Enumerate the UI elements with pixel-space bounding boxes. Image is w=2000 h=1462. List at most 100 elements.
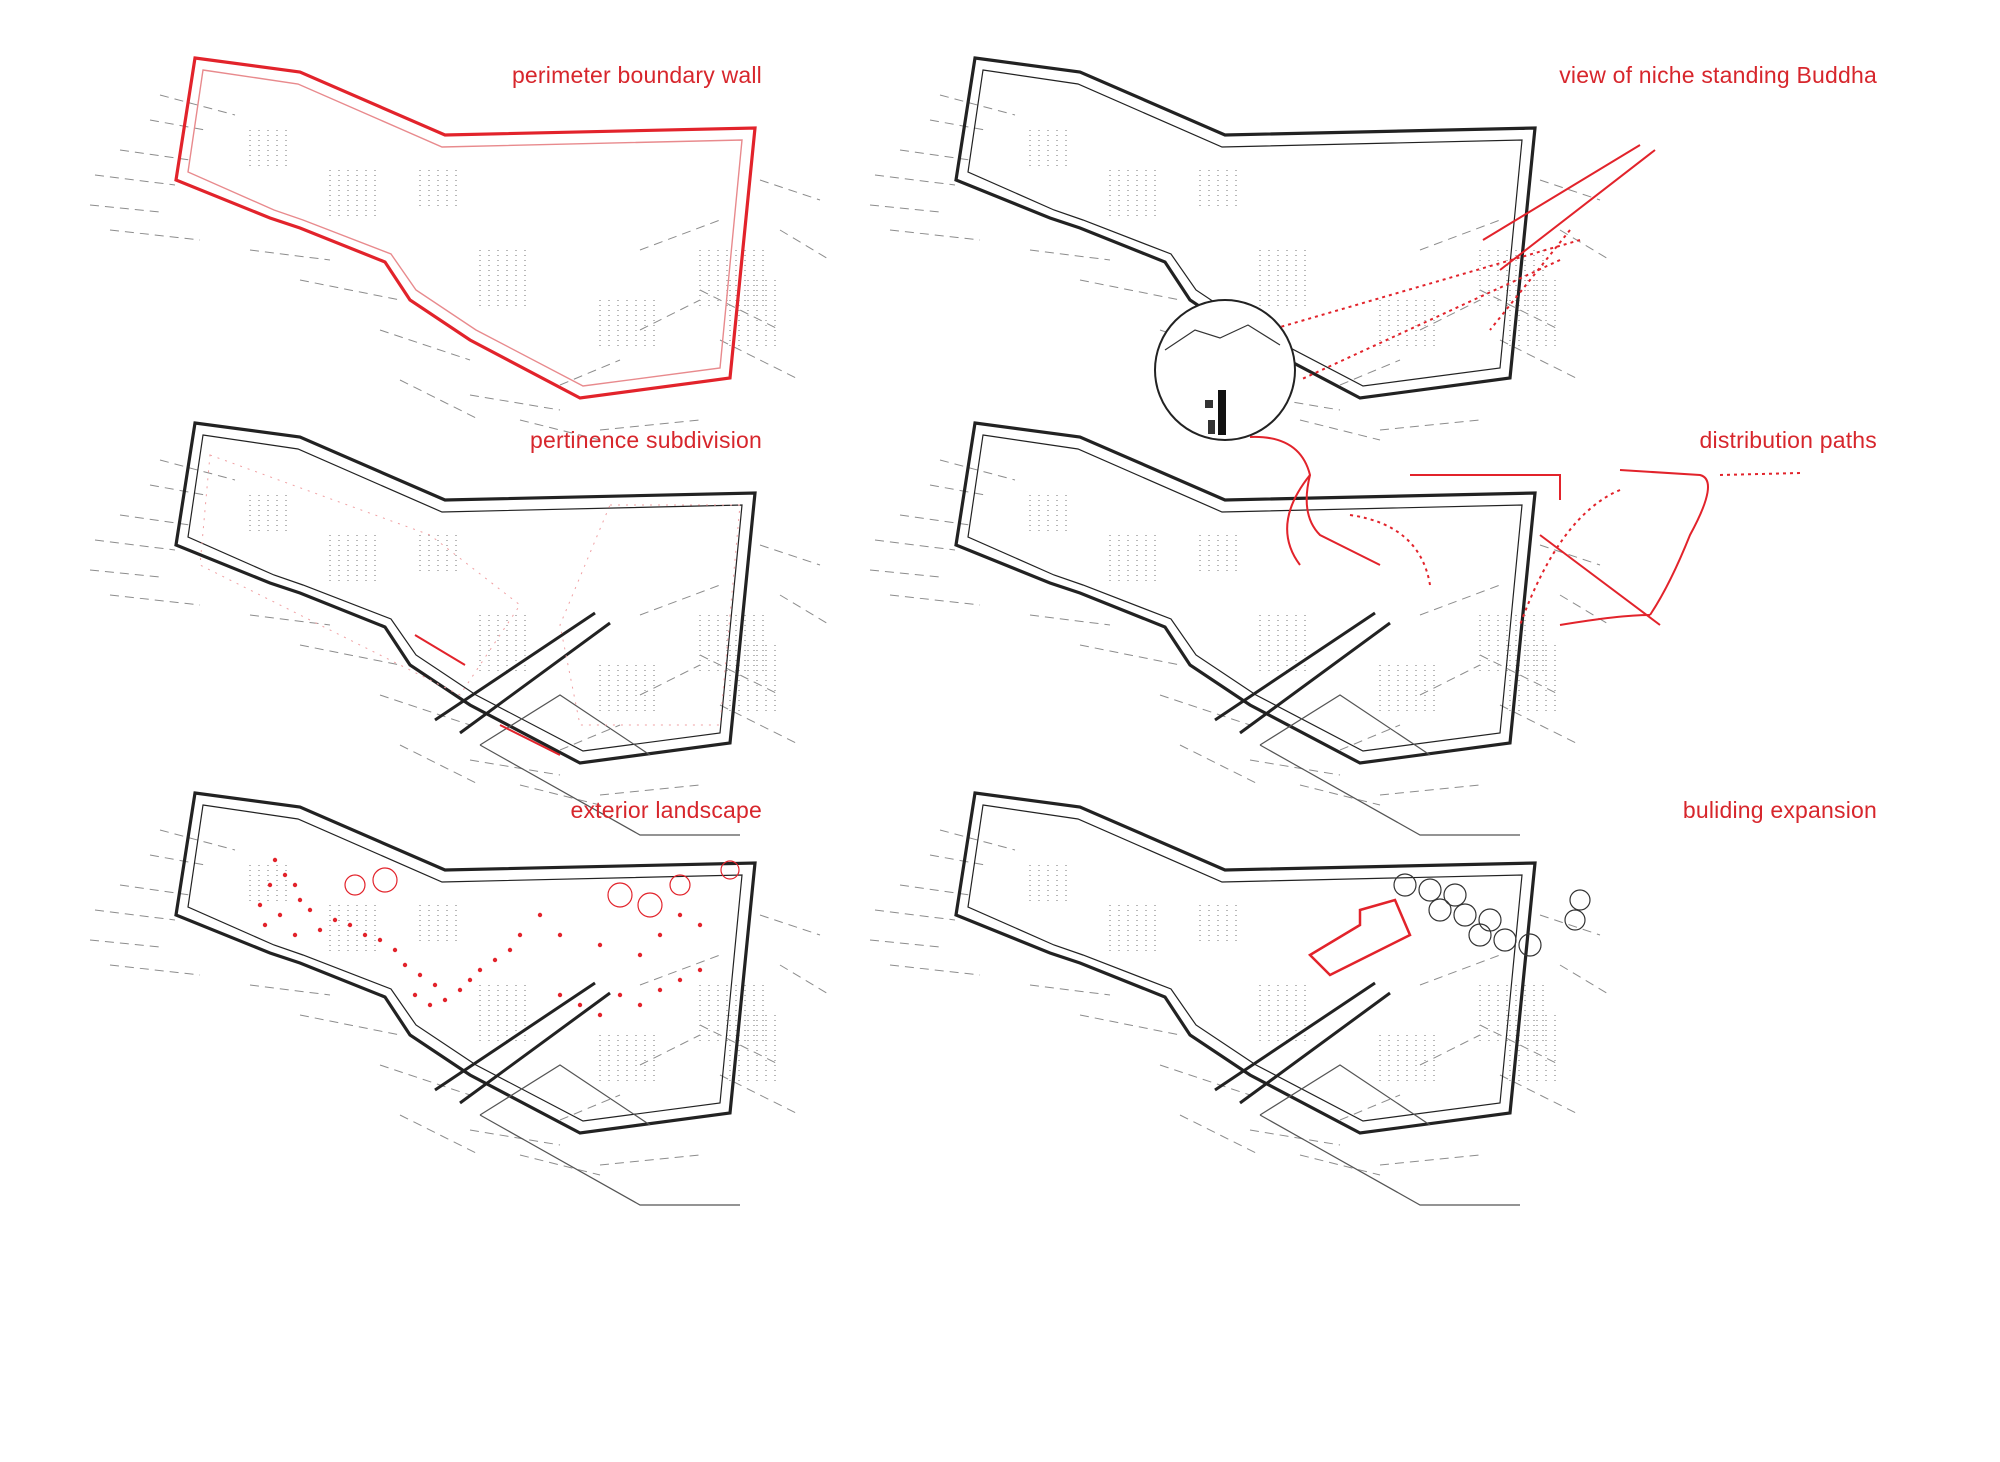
terrain-contour [149,119,206,131]
terrain-contour [759,179,821,201]
terrain-contour [779,594,831,626]
terrain-contour [889,229,981,241]
landscape-tree-dot [427,1002,433,1008]
central-wall [434,981,596,1092]
boundary-wall-inner [967,804,1523,1122]
terrain-contour [869,569,941,578]
terrain-contour [249,614,331,626]
terrain-contour [1559,229,1611,261]
landscape-tree-dot [697,967,703,973]
terrain-contour [1379,419,1481,431]
terrain-contour [639,299,701,331]
landscape-tree-dot [697,922,703,928]
terrain-contour [1419,954,1501,986]
landscape-tree-dot [297,897,303,903]
landscape-tree-dot [617,992,623,998]
terrain-contour [1339,359,1401,386]
terrain-contour [899,884,971,896]
terrain-contour [379,694,471,726]
terrain-contour [94,174,176,186]
terrain-contour [779,229,831,261]
path-line [1719,472,1801,476]
terrain-contour [109,229,201,241]
terrain-contour [149,854,206,866]
tree-canopy-icon [1518,933,1542,957]
landscape-tree-dot [477,967,483,973]
terrain-contour [1159,1064,1251,1096]
landscape-tree-dot [332,917,338,923]
terrain-contour [379,1064,471,1096]
terrain-contour [559,1094,621,1121]
boundary-wall-inner [187,804,743,1122]
terrain-contour [379,329,471,361]
inner-courtyard-edge [1259,744,1520,836]
tree-canopy-icon [1428,898,1452,922]
landscape-tree-dot [277,912,283,918]
terrain-contour [1419,219,1501,251]
cliff-outline [1164,324,1281,351]
terrain-contour [889,964,981,976]
site-diagram [869,56,1656,441]
panel-distribution-paths: distribution paths [869,365,2000,845]
landscape-tree-dot [412,992,418,998]
boundary-wall-outer [174,56,757,400]
panel-building-expansion: buliding expansion [869,735,2000,1215]
terrain-contour [94,539,176,551]
terrain-contour [469,759,561,776]
tree-canopy-icon [372,867,398,893]
central-wall [1239,621,1391,735]
tree-canopy-icon [1393,873,1417,897]
terrain-contour [299,1014,401,1036]
site-diagram [89,791,831,1206]
path-line [1349,514,1431,586]
landscape-tree-dot [597,1012,603,1018]
landscape-tree-dot [417,972,423,978]
landscape-tree-dot [377,937,383,943]
tree-canopy-icon [1443,883,1467,907]
terrain-contour [1419,664,1481,696]
buddha-figure-icon [1218,390,1226,435]
landscape-tree-dot [517,932,523,938]
landscape-tree-dot [657,987,663,993]
landscape-tree-dot [467,977,473,983]
path-line [1286,474,1311,566]
terrain-contour [1249,759,1341,776]
terrain-contour [1179,1114,1261,1156]
terrain-contour [1079,1014,1181,1036]
tree-canopy-icon [1564,909,1586,931]
landscape-tree-dot [557,932,563,938]
path-line [1249,435,1381,566]
terrain-contour [89,204,161,213]
terrain-contour [1029,614,1111,626]
terrain-contour [639,1034,701,1066]
panel-perimeter-boundary-wall: perimeter boundary wall [0,0,1000,480]
tree-canopy-icon [1453,903,1477,927]
landscape-tree-dot [677,912,683,918]
central-wall [459,621,611,735]
landscape-tree-dot [537,912,543,918]
landscape-tree-dot [307,907,313,913]
terrain-contour [1559,594,1611,626]
landscape-tree-dot [257,902,263,908]
panel-caption: exterior landscape [570,797,762,823]
landscape-tree-dot [657,932,663,938]
boundary-wall-outer [954,791,1537,1135]
boundary-wall-inner [187,69,743,387]
terrain-contour [599,1154,701,1166]
landscape-tree-dot [402,962,408,968]
central-wall [459,991,611,1105]
terrain-contour [1029,249,1111,261]
tree-canopy-icon [607,882,633,908]
inner-courtyard-edge [479,1064,651,1126]
terrain-contour [874,174,956,186]
panel-caption: buliding expansion [1682,797,1877,823]
subdivision-hatch [559,504,741,726]
terrain-contour [1299,1154,1381,1176]
path-line [1410,474,1561,500]
landscape-tree-dot [637,1002,643,1008]
tree-canopy-icon [1418,878,1442,902]
tree-canopy-icon [1478,908,1502,932]
landscape-tree-dot [392,947,398,953]
terrain-contour [149,484,206,496]
boundary-wall-outer [174,421,757,765]
